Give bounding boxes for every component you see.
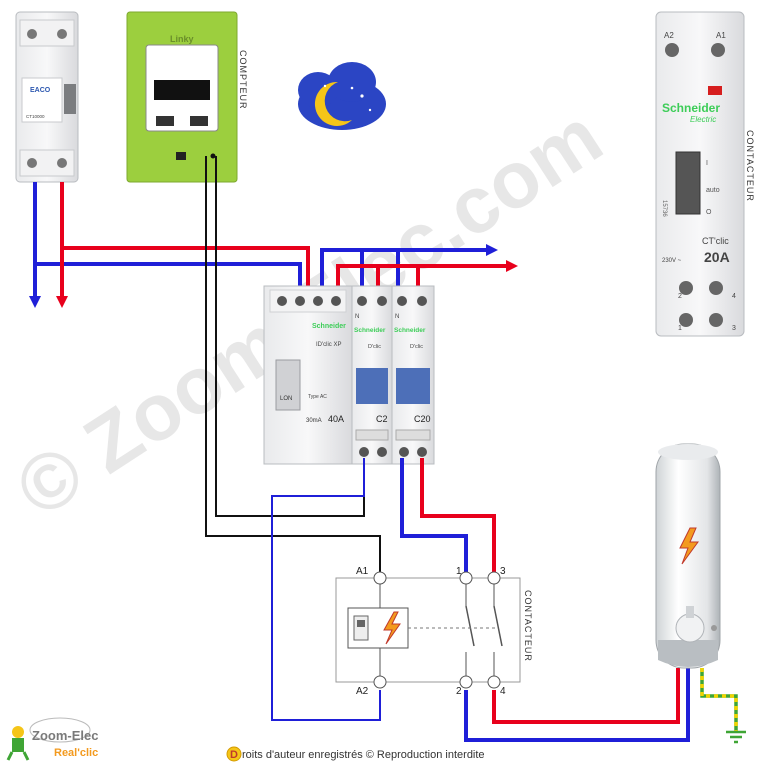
ct-photo-ref: 15736: [661, 200, 667, 217]
contactor-lightning-icon: [378, 610, 404, 645]
ct-photo-brand: Schneider: [662, 101, 720, 115]
ct-photo-t4: 4: [732, 293, 736, 300]
contacteur-photo-label: CONTACTEUR: [745, 130, 755, 202]
module3-neutral: N: [395, 314, 399, 320]
module2-rating: C2: [376, 414, 388, 424]
module2-brand: Schneider: [354, 327, 386, 334]
circuit-wires: [271, 458, 690, 742]
feed-arrow-phase: [506, 260, 518, 272]
module3-name: D'clic: [410, 344, 423, 350]
outgoing-feeds: [320, 248, 506, 290]
breaker-code: CT10000: [26, 114, 45, 119]
module2-name: D'clic: [368, 344, 381, 350]
feed-arrow-neutral: [486, 244, 498, 256]
module1-brand: Schneider: [312, 323, 346, 330]
module1-test: LON: [280, 396, 292, 402]
svg-text:CONTACTEUR: CONTACTEUR: [745, 130, 755, 202]
ct-photo-mode-i: I: [706, 160, 708, 167]
distribution-board: Schneider ID'clic XP LON Type AC 30mA 40…: [263, 285, 435, 465]
plumber-mascot-icon: [6, 726, 30, 761]
svg-text:CONTACTEUR: CONTACTEUR: [523, 590, 533, 662]
logo-sub: Real'clic: [54, 747, 98, 759]
module1-name: ID'clic XP: [316, 342, 341, 348]
module2-neutral: N: [355, 314, 359, 320]
term-2: 2: [456, 686, 462, 697]
ct-photo-product: CT'clic: [702, 236, 729, 246]
ct-photo-switch: [675, 151, 701, 215]
supply-wires: [33, 182, 310, 302]
main-breaker: EACO CT10000: [15, 11, 79, 183]
breaker-brand: EACO: [30, 87, 51, 94]
ct-photo-voltage: 230V ~: [662, 258, 682, 264]
module1-type: Type AC: [308, 394, 327, 400]
svg-text:COMPTEUR: COMPTEUR: [238, 50, 248, 110]
ct-photo-mode-o: O: [706, 209, 712, 216]
term-a2: A2: [356, 686, 369, 697]
contactor-photo: A2 A1 Schneider Electric I auto O 15736 …: [655, 11, 745, 337]
ct-photo-t3: 3: [732, 325, 736, 332]
module3-brand: Schneider: [394, 327, 426, 334]
breaker-lever: [64, 84, 76, 114]
term-a1: A1: [356, 566, 369, 577]
ct-photo-t1: 1: [678, 325, 682, 332]
logo-main: Zoom-Elec: [32, 728, 98, 743]
moon-icon: [298, 62, 386, 130]
contactor-schematic: A1 A2 1 3 2 4: [335, 566, 521, 697]
module1-spec: 30mA: [306, 418, 322, 424]
ct-photo-a2: A2: [664, 31, 674, 40]
ct-photo-a1: A1: [716, 31, 726, 40]
ct-photo-rating: 20A: [704, 249, 730, 265]
term-3: 3: [500, 566, 506, 577]
earth-symbol-icon: [726, 730, 746, 744]
compteur-label: COMPTEUR: [238, 50, 248, 110]
module3-rating: C20: [414, 414, 431, 424]
supply-arrows: [29, 296, 68, 308]
term-4: 4: [500, 686, 506, 697]
footer-text: roits d'auteur enregistrés © Reproductio…: [242, 749, 485, 761]
term-1: 1: [456, 566, 462, 577]
footer-initial: D: [230, 749, 238, 761]
brand-logo: Zoom-Elec Real'clic: [6, 717, 98, 761]
ct-photo-mode-auto: auto: [706, 187, 720, 194]
heater-lightning-icon: [679, 527, 699, 565]
module1-rating: 40A: [328, 414, 344, 424]
ct-photo-sub: Electric: [690, 115, 716, 124]
meter-brand: Linky: [170, 34, 194, 44]
contacteur-schematic-label: CONTACTEUR: [523, 590, 533, 662]
linky-meter: Linky: [126, 11, 238, 183]
earth-wire: [700, 668, 738, 732]
copyright-footer: D roits d'auteur enregistrés © Reproduct…: [226, 746, 485, 762]
ct-photo-t2: 2: [678, 293, 682, 300]
